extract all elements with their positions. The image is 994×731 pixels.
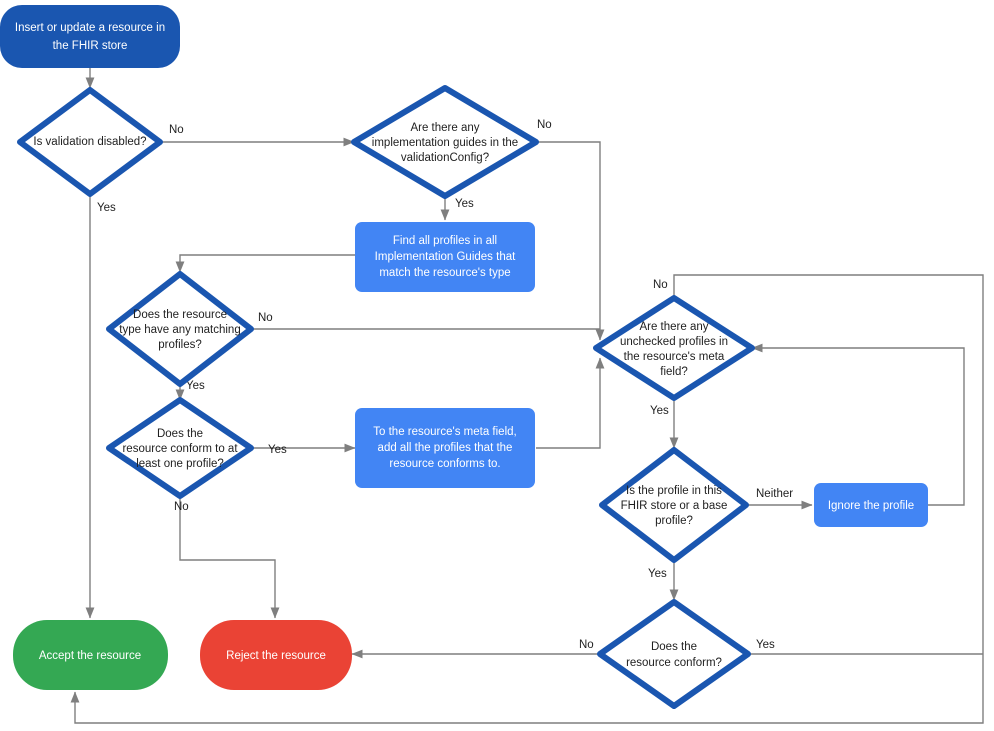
matching-profiles-label-line-1: Does the resource [133, 309, 227, 321]
node-validation-disabled[interactable]: Is validation disabled? [17, 87, 163, 197]
unchecked-profiles-shape [593, 295, 755, 401]
edge-label-validation-no: No [169, 124, 184, 136]
profile-in-store-label-line-3: profile? [655, 515, 693, 527]
find-profiles-shape [355, 222, 535, 292]
start-shape [0, 5, 180, 68]
add-profiles-meta-label-line-3: resource conforms to. [389, 458, 500, 470]
implementation-guides-label-line-3: validationConfig? [401, 152, 489, 164]
ignore-profile-shape [814, 483, 928, 527]
unchecked-profiles-label-line-4: field? [660, 366, 688, 378]
find-profiles-label-line-1: Find all profiles in all [393, 235, 497, 247]
node-unchecked-profiles[interactable]: Are there any unchecked profiles in the … [593, 295, 755, 401]
conform-one-profile-label-line-2: resource conform to at [122, 443, 238, 455]
edge-label-conform-yes: Yes [756, 639, 775, 651]
edge-label-matching-no: No [258, 312, 273, 324]
edge-label-conform-no: No [579, 639, 594, 651]
node-reject[interactable]: Reject the resource [200, 620, 352, 690]
edge-ignore-back-to-unchecked [751, 343, 965, 506]
node-ignore-profile[interactable]: Ignore the profile [814, 483, 928, 527]
node-accept[interactable]: Accept the resource [13, 620, 168, 690]
edge-ig-no-to-unchecked [536, 141, 605, 341]
accept-shape [13, 620, 168, 690]
edge-label-validation-yes: Yes [97, 202, 116, 214]
edge-label-unchecked-no: No [653, 279, 668, 291]
unchecked-profiles-label-line-2: unchecked profiles in [620, 336, 728, 348]
accept-label: Accept the resource [39, 650, 141, 662]
node-profile-in-store[interactable]: Is the profile in this FHIR store or a b… [599, 447, 749, 563]
resource-conform-label-line-2: resource conform? [626, 657, 722, 669]
conform-one-profile-label-line-1: Does the [157, 428, 203, 440]
implementation-guides-label-line-1: Are there any [410, 122, 479, 134]
node-conform-one-profile[interactable]: Does the resource conform to at least on… [106, 397, 254, 499]
conform-one-profile-label-line-3: least one profile? [136, 458, 224, 470]
edge-label-conform-one-no: No [174, 501, 189, 513]
edge-label-profile-neither: Neither [756, 488, 793, 500]
edges [70, 68, 984, 724]
matching-profiles-label-line-3: profiles? [158, 339, 201, 351]
edge-unchecked-no-to-accept [70, 274, 984, 724]
edge-find-profiles-to-matching [175, 254, 355, 273]
edge-label-ig-no: No [537, 119, 552, 131]
unchecked-profiles-label-line-3: the resource's meta [624, 351, 725, 363]
resource-conform-shape [597, 599, 751, 709]
unchecked-profiles-label-line-1: Are there any [639, 321, 708, 333]
node-implementation-guides[interactable]: Are there any implementation guides in t… [351, 85, 539, 199]
ignore-profile-label: Ignore the profile [828, 500, 914, 512]
start-label-line-2: the FHIR store [53, 40, 128, 52]
profile-in-store-shape [599, 447, 749, 563]
add-profiles-meta-shape [355, 408, 535, 488]
find-profiles-label-line-2: Implementation Guides that [375, 251, 516, 263]
edge-label-ig-yes: Yes [455, 198, 474, 210]
conform-one-profile-shape [106, 397, 254, 499]
edge-conform-one-no-to-reject [179, 496, 280, 619]
edge-add-profiles-to-unchecked [536, 357, 605, 449]
node-start[interactable]: Insert or update a resource in the FHIR … [0, 5, 180, 68]
implementation-guides-shape [351, 85, 539, 199]
edge-label-unchecked-yes: Yes [650, 405, 669, 417]
matching-profiles-shape [106, 271, 254, 387]
reject-label: Reject the resource [226, 650, 326, 662]
edge-label-conform-one-yes: Yes [268, 444, 287, 456]
implementation-guides-label-line-2: implementation guides in the [372, 137, 518, 149]
find-profiles-label-line-3: match the resource's type [379, 267, 510, 279]
edge-labels: No Yes No Yes No Yes Yes No No Yes Neith… [97, 119, 793, 651]
resource-conform-label-line-1: Does the [651, 641, 697, 653]
profile-in-store-label-line-1: Is the profile in this [626, 485, 722, 497]
edge-label-matching-yes: Yes [186, 380, 205, 392]
add-profiles-meta-label-line-1: To the resource's meta field, [373, 426, 516, 438]
node-add-profiles-meta[interactable]: To the resource's meta field, add all th… [355, 408, 535, 488]
node-find-profiles[interactable]: Find all profiles in all Implementation … [355, 222, 535, 292]
start-label-line-1: Insert or update a resource in [15, 22, 165, 34]
reject-shape [200, 620, 352, 690]
add-profiles-meta-label-line-2: add all the profiles that the [378, 442, 513, 454]
node-matching-profiles[interactable]: Does the resource type have any matching… [106, 271, 254, 387]
edge-label-profile-yes: Yes [648, 568, 667, 580]
matching-profiles-label-line-2: type have any matching [119, 324, 240, 336]
validation-disabled-label: Is validation disabled? [33, 136, 146, 148]
profile-in-store-label-line-2: FHIR store or a base [621, 500, 728, 512]
validation-disabled-shape [17, 87, 163, 197]
node-resource-conform[interactable]: Does the resource conform? [597, 599, 751, 709]
